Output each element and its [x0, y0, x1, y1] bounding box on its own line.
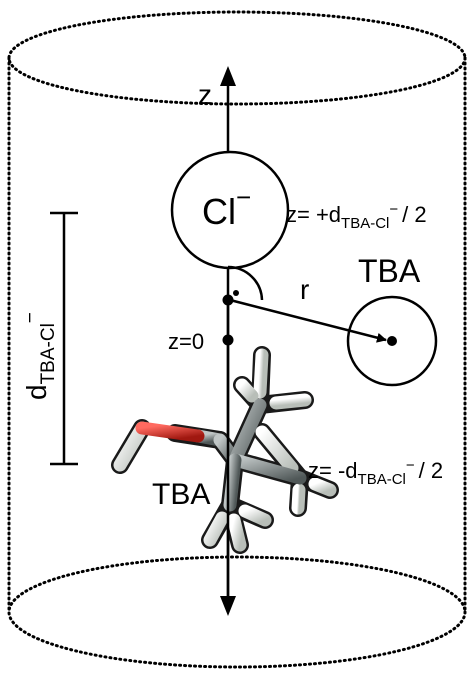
- cylinder-top-ellipse: [7, 10, 467, 106]
- cylinder: [7, 10, 467, 669]
- z-axis-bottom-arrowhead: [220, 596, 236, 616]
- distance-label: dTBA-Cl−: [20, 312, 59, 400]
- z-top-label: z= +dTBA-Cl−/ 2: [286, 201, 427, 232]
- tba-molecule-label: TBA: [152, 478, 210, 511]
- distance-bracket: [50, 211, 78, 466]
- oxygen-bond: [135, 421, 205, 443]
- tba-sphere-center: [387, 336, 397, 346]
- cylinder-bottom-ellipse: [7, 555, 467, 669]
- r-vector: [229, 298, 387, 343]
- tba-right-label: TBA: [358, 253, 421, 289]
- right-angle-marker: [227, 265, 264, 301]
- z-zero-label: z=0: [168, 329, 204, 354]
- z-axis-top-arrowhead: [220, 66, 236, 86]
- axis-point-z0: [222, 334, 234, 346]
- hydroxyl-hydrogen: [113, 421, 149, 472]
- r-label: r: [300, 274, 309, 305]
- chloride-label: Cl−: [202, 182, 251, 232]
- tba-molecule: [111, 346, 339, 554]
- z-bottom-label: z= -dTBA-Cl−/ 2: [308, 457, 443, 488]
- axis-point-midpoint: [222, 294, 234, 306]
- right-angle-dot: [233, 290, 239, 296]
- z-axis-label: z: [198, 79, 212, 110]
